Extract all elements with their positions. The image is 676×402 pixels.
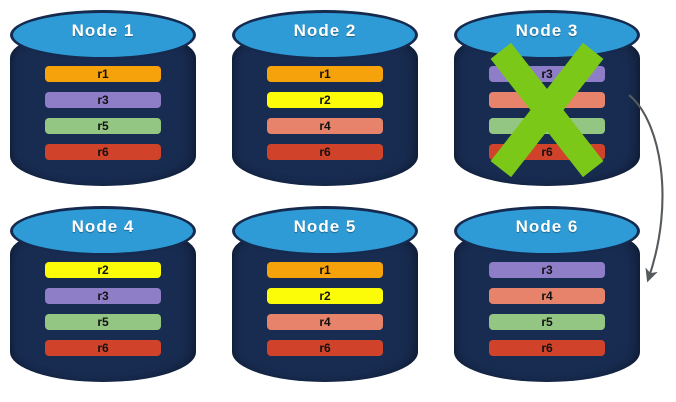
row-list: r3 r4 r5 r6 [489, 66, 605, 170]
row-bar-r6[interactable]: r6 [267, 144, 383, 160]
row-list: r1 r2 r4 r6 [267, 262, 383, 366]
row-bar-r1[interactable]: r1 [267, 66, 383, 82]
row-bar-r6[interactable]: r6 [489, 144, 605, 160]
row-bar-r2[interactable]: r2 [267, 288, 383, 304]
row-bar-r6[interactable]: r6 [45, 144, 161, 160]
row-bar-r3[interactable]: r3 [45, 288, 161, 304]
row-bar-r6[interactable]: r6 [489, 340, 605, 356]
row-bar-r6[interactable]: r6 [45, 340, 161, 356]
cylinder-top-ellipse [232, 206, 418, 256]
row-bar-r4[interactable]: r4 [489, 288, 605, 304]
row-bar-r6[interactable]: r6 [267, 340, 383, 356]
row-list: r1 r2 r4 r6 [267, 66, 383, 170]
row-bar-r2[interactable]: r2 [267, 92, 383, 108]
row-bar-r1[interactable]: r1 [45, 66, 161, 82]
row-list: r3 r4 r5 r6 [489, 262, 605, 366]
row-bar-r3[interactable]: r3 [489, 262, 605, 278]
cylinder-top-ellipse [454, 206, 640, 256]
row-bar-r4[interactable]: r4 [489, 92, 605, 108]
cylinder-top-ellipse [10, 206, 196, 256]
cylinder-top-ellipse [454, 10, 640, 60]
row-bar-r4[interactable]: r4 [267, 118, 383, 134]
row-bar-r3[interactable]: r3 [45, 92, 161, 108]
row-bar-r2[interactable]: r2 [45, 262, 161, 278]
row-bar-r5[interactable]: r5 [489, 118, 605, 134]
row-bar-r5[interactable]: r5 [45, 314, 161, 330]
row-bar-r1[interactable]: r1 [267, 262, 383, 278]
row-bar-r3[interactable]: r3 [489, 66, 605, 82]
row-bar-r4[interactable]: r4 [267, 314, 383, 330]
cylinder-top-ellipse [10, 10, 196, 60]
row-list: r2 r3 r5 r6 [45, 262, 161, 366]
row-bar-r5[interactable]: r5 [45, 118, 161, 134]
row-bar-r5[interactable]: r5 [489, 314, 605, 330]
cylinder-top-ellipse [232, 10, 418, 60]
row-list: r1 r3 r5 r6 [45, 66, 161, 170]
